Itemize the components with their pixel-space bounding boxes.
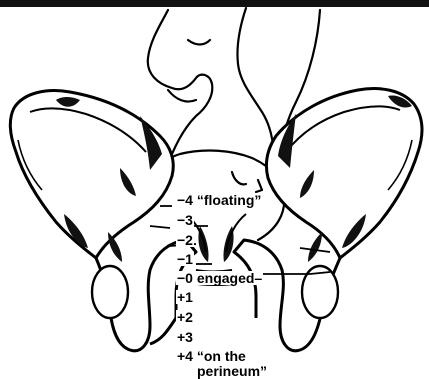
station-minus-2-label: −2 — [176, 233, 194, 247]
station-plus-2-label: +2 — [176, 310, 194, 324]
station-zero-label: −0 engaged– — [176, 271, 263, 285]
station-plus-4-label-cont: perineum” — [196, 364, 268, 378]
station-plus-4-label: +4 “on the — [176, 349, 247, 363]
station-plus-1-label: +1 — [176, 290, 194, 304]
station-minus-4-label: −4 “floating” — [176, 193, 262, 207]
station-minus-3-label: −3 — [176, 213, 194, 227]
station-minus-1-label: −1 — [176, 252, 194, 266]
left-ilium — [10, 91, 173, 258]
station-plus-3-label: +3 — [176, 330, 194, 344]
top-border-bar — [0, 0, 429, 7]
